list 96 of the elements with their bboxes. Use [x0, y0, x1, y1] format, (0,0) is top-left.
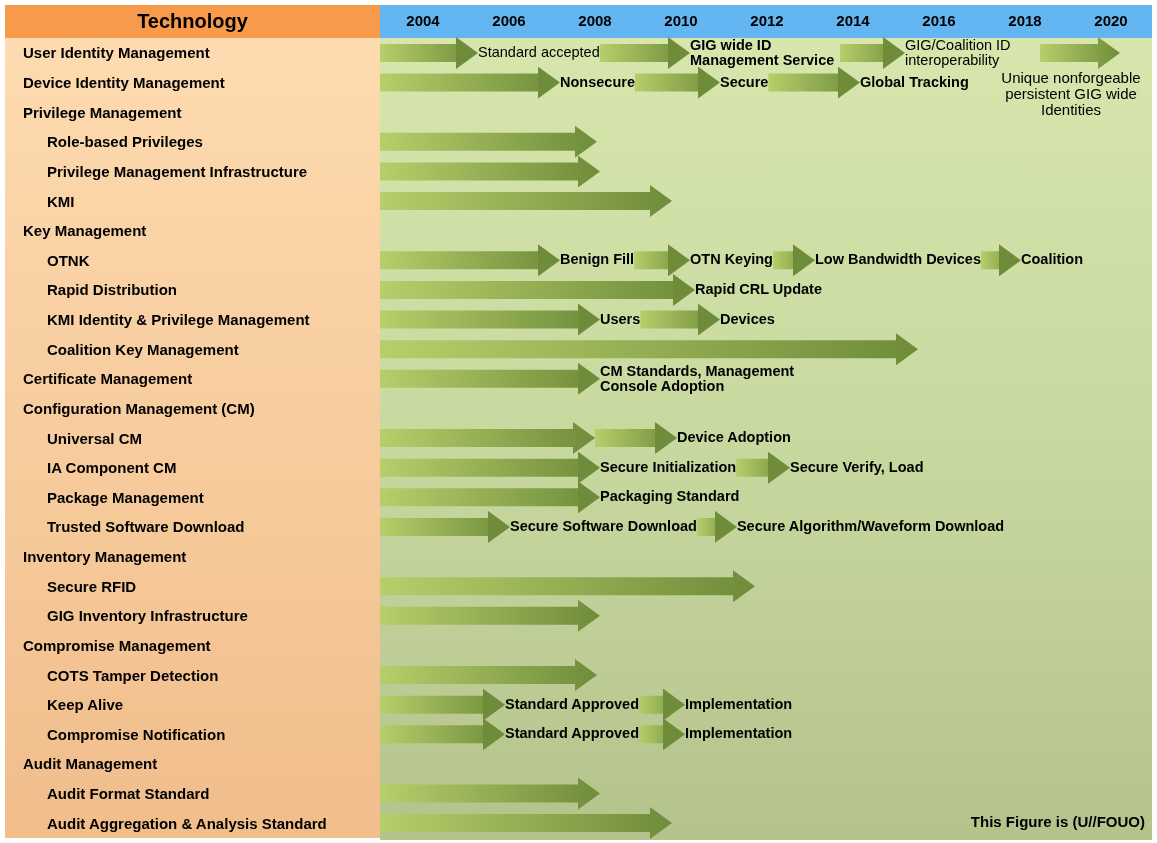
row-header: Inventory Management — [5, 541, 380, 572]
row-header: Configuration Management (CM) — [5, 393, 380, 424]
milestone-label: Secure — [720, 75, 769, 91]
row-header: Audit Format Standard — [5, 778, 380, 809]
row-header: Audit Aggregation & Analysis Standard — [5, 808, 380, 838]
row-header: Package Management — [5, 482, 380, 513]
timeline-bar — [380, 125, 597, 158]
row-header: Secure RFID — [5, 571, 380, 601]
arrow — [380, 273, 695, 306]
milestone-label: GIG/Coalition ID interoperability — [905, 37, 1040, 69]
row-header: Audit Management — [5, 749, 380, 779]
classification-note: This Figure is (U//FOUO) — [970, 813, 1145, 831]
year-label: 2014 — [835, 12, 871, 29]
milestone-label: Devices — [720, 311, 775, 328]
arrow — [773, 244, 815, 277]
timeline-bar — [380, 185, 672, 218]
row-header: Trusted Software Download — [5, 512, 380, 542]
milestone-label: CM Standards, Management Console Adoption — [600, 363, 815, 395]
row-header: OTNK — [5, 245, 380, 276]
timeline-bar — [380, 422, 595, 455]
arrow — [380, 37, 478, 69]
timeline-bar — [380, 333, 918, 366]
arrow — [380, 688, 505, 721]
row-header: KMI Identity & Privilege Management — [5, 304, 380, 335]
row-header: Keep Alive — [5, 689, 380, 720]
arrow — [736, 451, 790, 484]
timeline-bar — [1040, 37, 1120, 69]
milestone-label: Packaging Standard — [600, 489, 740, 505]
row-header: User Identity Management — [5, 38, 380, 68]
row-header: Compromise Notification — [5, 719, 380, 750]
timeline-bar — [380, 155, 600, 188]
timeline-bar — [380, 570, 755, 603]
arrow — [380, 362, 600, 395]
milestone-label: Coalition — [1021, 252, 1083, 268]
milestone-label: Secure Algorithm/Waveform Download — [736, 519, 1005, 535]
note-text: Unique nonforgeable persistent GIG wide Identities — [1000, 70, 1142, 118]
row-header: Device Identity Management — [5, 67, 380, 98]
row-header: Compromise Management — [5, 630, 380, 661]
milestone-label: Standard Approved — [505, 697, 639, 713]
arrow — [640, 303, 720, 336]
milestone-label: Secure Initialization — [600, 460, 737, 476]
row-header: Privilege Management Infrastructure — [5, 156, 380, 187]
arrow — [380, 451, 600, 484]
row-header: Privilege Management — [5, 97, 380, 128]
arrow — [634, 66, 720, 99]
milestone-label: Low Bandwidth Devices — [815, 252, 981, 268]
row-header: Rapid Distribution — [5, 275, 380, 305]
arrow — [639, 718, 685, 751]
year-label: 2020 — [1093, 12, 1129, 29]
row-header: Key Management — [5, 215, 380, 246]
row-header: Coalition Key Management — [5, 334, 380, 364]
arrow — [595, 422, 677, 455]
milestone-label: Users — [600, 311, 641, 328]
year-label: 2006 — [491, 12, 527, 29]
timeline-bar — [380, 659, 597, 691]
arrow — [696, 510, 737, 543]
timeline-bar — [380, 807, 672, 840]
row-header: KMI — [5, 186, 380, 216]
row-header: IA Component CM — [5, 452, 380, 483]
year-label: 2008 — [577, 12, 613, 29]
timeline-bar — [380, 599, 600, 632]
row-header: Role-based Privileges — [5, 127, 380, 157]
row-header: COTS Tamper Detection — [5, 660, 380, 690]
arrow — [380, 303, 600, 336]
year-label: 2004 — [405, 12, 441, 29]
timeline-bar — [380, 777, 600, 810]
milestone-label: Implementation — [685, 697, 793, 713]
arrow — [639, 688, 685, 721]
column-header: Technology — [5, 5, 380, 38]
year-label: 2016 — [921, 12, 957, 29]
row-header: GIG Inventory Infrastructure — [5, 600, 380, 631]
year-label: 2018 — [1007, 12, 1043, 29]
milestone-label: Standard accepted — [478, 45, 600, 61]
arrow — [380, 510, 510, 543]
milestone-label: Nonsecure — [560, 75, 635, 91]
arrow — [380, 244, 560, 277]
milestone-label: Secure Software Download — [510, 519, 697, 535]
arrow — [981, 244, 1021, 277]
year-label: 2010 — [663, 12, 699, 29]
milestone-label: Benign Fill — [560, 252, 635, 268]
milestone-label: Rapid CRL Update — [695, 282, 823, 298]
milestone-label: Device Adoption — [677, 430, 791, 446]
milestone-label: GIG wide ID Management Service — [690, 37, 840, 69]
row-header: Certificate Management — [5, 364, 380, 394]
milestone-label: Implementation — [685, 726, 793, 742]
arrow — [380, 718, 505, 751]
milestone-label: Global Tracking — [860, 75, 969, 91]
row-header: Universal CM — [5, 423, 380, 453]
arrow — [380, 481, 600, 514]
arrow — [380, 66, 560, 99]
milestone-label: Secure Verify, Load — [790, 460, 924, 476]
milestone-label: OTN Keying — [690, 252, 773, 268]
arrow — [768, 66, 860, 99]
milestone-label: Standard Approved — [505, 726, 639, 742]
arrow — [634, 244, 690, 277]
year-label: 2012 — [749, 12, 785, 29]
